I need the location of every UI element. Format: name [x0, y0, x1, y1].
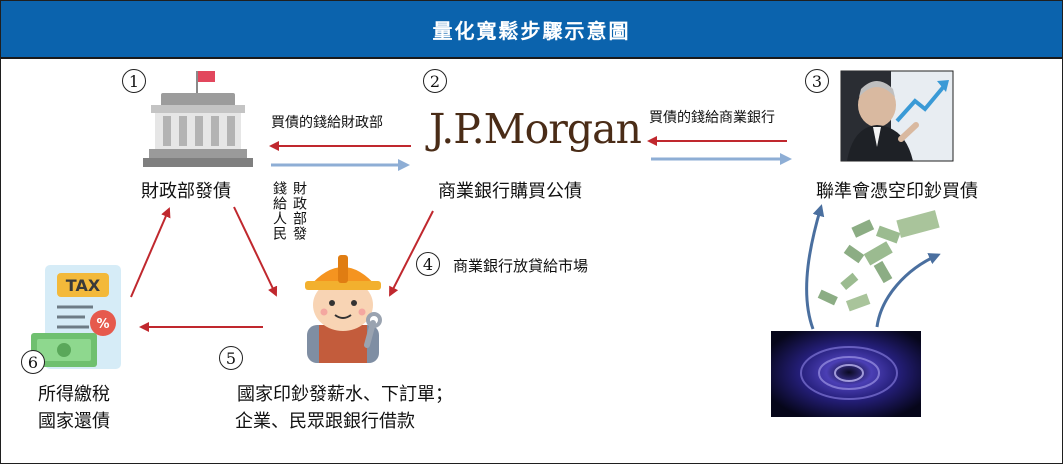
flying-money-icon [817, 210, 940, 312]
label-banks-lend: 商業銀行放貸給市場 [453, 257, 589, 275]
step-number-1: 1 [122, 69, 146, 93]
label-treasury-col1: 財政部發 [291, 181, 307, 241]
label-money-to-treasury: 買債的錢給財政部 [271, 115, 383, 131]
label-print-money-line2: 企業、民眾跟銀行借款 [235, 411, 415, 432]
label-tax-line2: 國家還債 [38, 411, 110, 432]
label-tax-line1: 所得繳稅 [38, 384, 110, 405]
jp-morgan-logo: J.P.Morgan [429, 105, 642, 153]
tax-document-icon: TAX % [31, 265, 121, 369]
step-number-6: 6 [21, 350, 45, 374]
arrow-treasury-to-people [233, 206, 278, 297]
diagram-title: 量化寬鬆步驟示意圖 [432, 18, 631, 43]
government-building-icon [143, 71, 253, 167]
label-treasury-issues-bonds: 財政部發債 [141, 181, 231, 202]
arrow-banks-to-market [389, 210, 434, 297]
arrow-tax-to-treasury [130, 207, 171, 298]
step-number-4: 4 [416, 252, 440, 276]
label-fed-prints-money: 聯準會憑空印鈔買債 [816, 181, 978, 202]
step-number-5: 5 [219, 346, 243, 370]
percent-symbol: % [96, 317, 109, 332]
arrow-vortex-to-fed-left [805, 204, 825, 330]
label-print-money-line1: 國家印鈔發薪水、下訂單； [237, 384, 453, 405]
tax-label: TAX [66, 276, 101, 295]
fed-chair-photo [840, 70, 954, 162]
vortex-photo [771, 331, 921, 417]
label-treasury-col2: 錢給人民 [271, 181, 287, 241]
label-money-to-banks: 買債的錢給商業銀行 [649, 110, 775, 126]
step-number-2: 2 [423, 69, 447, 93]
label-banks-buy-bonds: 商業銀行購買公債 [438, 181, 582, 202]
step-number-3: 3 [805, 69, 829, 93]
worker-icon [305, 255, 382, 363]
title-bar: 量化寬鬆步驟示意圖 [1, 1, 1062, 59]
arrow-vortex-to-fed-right [875, 253, 941, 328]
